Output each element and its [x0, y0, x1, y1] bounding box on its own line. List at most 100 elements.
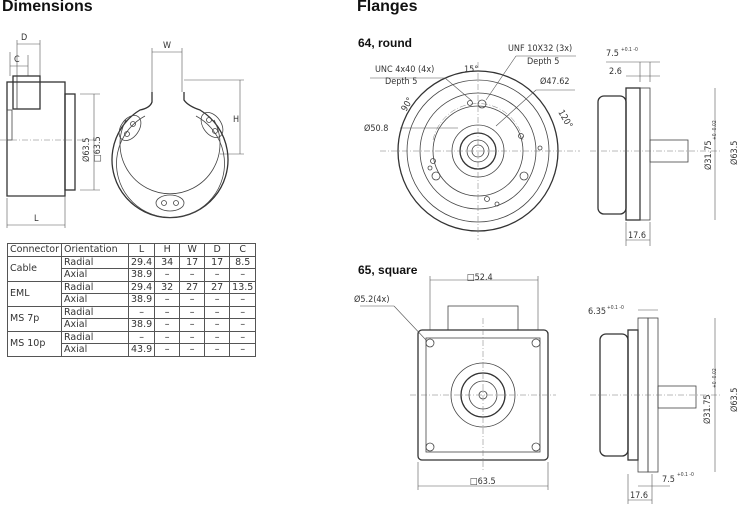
round-dim-75: 7.5: [606, 49, 619, 59]
table-cell: –: [179, 305, 206, 319]
round-angle-15: 15°: [464, 65, 478, 75]
square-dim-75: 7.5: [662, 475, 675, 485]
table-cell: –: [127, 305, 156, 319]
dimensions-heading: Dimensions: [2, 0, 93, 15]
table-cell: 38.9: [127, 268, 156, 282]
table-header: L: [127, 243, 156, 257]
table-connector-cell: Cable: [7, 255, 62, 282]
table-cell: 29.4: [127, 280, 156, 294]
flanges-heading: Flanges: [357, 0, 418, 15]
table-cell: –: [154, 268, 181, 282]
square-tol-3175: +0 -0.02: [712, 368, 718, 388]
round-flange-title: 64, round: [358, 36, 413, 50]
table-cell: –: [179, 330, 206, 344]
dimensions-table: Connector Orientation L H W D C Cable Ra…: [7, 243, 257, 357]
table-cell: –: [204, 268, 231, 282]
table-cell: –: [204, 293, 231, 307]
table-cell: 17: [204, 255, 231, 269]
table-cell: 38.9: [127, 318, 156, 332]
dim-dia-label: Ø63.5: [81, 138, 92, 162]
dim-l-label: L: [34, 214, 39, 224]
table-orientation-cell: Axial: [61, 293, 129, 307]
round-unf-depth: Depth 5: [527, 57, 559, 67]
round-dim-3175: Ø31.75: [703, 140, 714, 170]
table-cell: –: [229, 318, 257, 332]
table-cell: –: [154, 330, 181, 344]
square-sq-635: □63.5: [470, 477, 496, 487]
table-orientation-cell: Radial: [61, 330, 129, 344]
table-orientation-cell: Radial: [61, 280, 129, 294]
round-dia-508: Ø50.8: [364, 123, 388, 134]
square-dim-3175: Ø31.75: [702, 394, 713, 424]
table-cell: 27: [204, 280, 231, 294]
table-cell: –: [127, 330, 156, 344]
table-header: H: [154, 243, 181, 257]
square-dim-176: 17.6: [630, 491, 648, 501]
encoder-front-view: W H: [111, 41, 244, 219]
table-cell: –: [179, 293, 206, 307]
table-cell: 27: [179, 280, 206, 294]
dim-sq-label: □63.5: [93, 136, 103, 162]
table-cell: –: [179, 343, 206, 357]
table-cell: –: [229, 293, 257, 307]
encoder-side-view: D C L Ø63.5 □63.5: [0, 33, 103, 228]
table-cell: –: [204, 343, 231, 357]
square-flange-side-view: 6.35 +0.1 -0 Ø31.75 +0 -0.02 Ø63.5 7.5 +…: [588, 305, 740, 504]
table-row: MS 10p Radial – – – – –: [7, 330, 257, 357]
square-sq-524: □52.4: [467, 273, 493, 283]
table-cell: 8.5: [229, 255, 257, 269]
round-unf-label: UNF 10X32 (3x): [508, 44, 572, 54]
round-dia-4762: Ø47.62: [540, 76, 570, 87]
table-cell: –: [204, 305, 231, 319]
table-cell: –: [229, 268, 257, 282]
table-orientation-cell: Radial: [61, 305, 129, 319]
table-cell: –: [154, 343, 181, 357]
round-flange-front-view: UNF 10X32 (3x) Depth 5 UNC 4x40 (4x) Dep…: [364, 44, 580, 240]
round-angle-120: 120°: [555, 109, 573, 131]
table-row: EML Radial 29.4 32 27 27 13.5: [7, 280, 257, 307]
table-cell: –: [204, 330, 231, 344]
table-cell: 34: [154, 255, 181, 269]
square-flange-front-view: □52.4 Ø5.2(4x) □63.5: [354, 273, 556, 490]
round-flange-side-view: 7.5 +0.1 -0 2.6 17.6 Ø31.75 +0 -0.02 Ø63…: [590, 47, 740, 246]
table-header: Orientation: [61, 243, 129, 257]
table-cell: –: [179, 268, 206, 282]
square-dim-635: Ø63.5: [729, 388, 740, 412]
table-cell: 38.9: [127, 293, 156, 307]
table-header-row: Connector Orientation L H W D C: [7, 243, 257, 257]
table-cell: –: [179, 318, 206, 332]
table-row: Cable Radial 29.4 34 17 17 8.5: [7, 255, 257, 282]
table-cell: 32: [154, 280, 181, 294]
round-unc-depth: Depth 5: [385, 77, 417, 87]
table-header: D: [204, 243, 231, 257]
square-tol-75: +0.1 -0: [677, 472, 694, 478]
round-angle-90: 90°: [400, 96, 416, 113]
table-orientation-cell: Radial: [61, 255, 129, 269]
table-orientation-cell: Axial: [61, 343, 129, 357]
table-cell: 13.5: [229, 280, 257, 294]
square-hole-label: Ø5.2(4x): [354, 294, 390, 305]
square-dim-635-t: 6.35: [588, 307, 606, 317]
table-orientation-cell: Axial: [61, 318, 129, 332]
table-row: Axial 38.9 – – – –: [8, 268, 257, 282]
round-tol-3175: +0 -0.02: [712, 120, 718, 140]
table-cell: 43.9: [127, 343, 156, 357]
table-row: MS 7p Radial – – – – –: [7, 305, 257, 332]
round-dim-635: Ø63.5: [729, 141, 740, 165]
table-cell: –: [229, 343, 257, 357]
table-row: Axial 43.9 – – – –: [8, 343, 257, 357]
table-connector-cell: MS 7p: [7, 305, 62, 332]
round-unc-label: UNC 4x40 (4x): [375, 65, 434, 75]
table-orientation-cell: Axial: [61, 268, 129, 282]
table-cell: –: [154, 318, 181, 332]
table-header: W: [179, 243, 206, 257]
dim-c-label: C: [14, 55, 20, 65]
round-dim-26: 2.6: [609, 67, 622, 77]
table-cell: –: [154, 293, 181, 307]
table-header: C: [229, 243, 257, 257]
dim-h-label: H: [233, 115, 239, 125]
table-cell: –: [229, 305, 257, 319]
dim-d-label: D: [21, 33, 27, 43]
table-cell: –: [229, 330, 257, 344]
